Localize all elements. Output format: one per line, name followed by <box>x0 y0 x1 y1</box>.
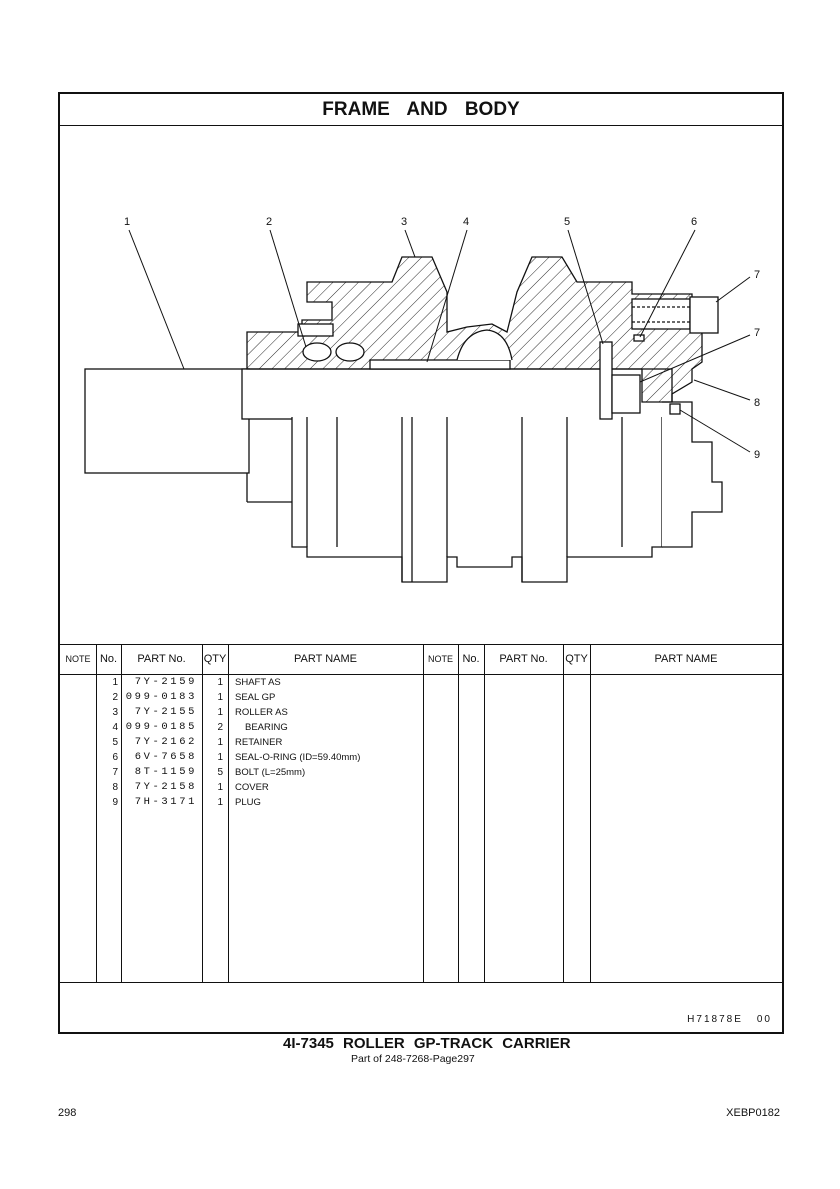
header-qty: QTY <box>203 653 227 665</box>
table-column-lines <box>60 644 782 982</box>
parts-frame: FRAME AND BODY <box>58 92 784 1034</box>
callout-7a: 7 <box>754 269 760 281</box>
header-note: NOTE <box>65 654 91 664</box>
callout-1: 1 <box>124 216 130 228</box>
section-title: FRAME AND BODY <box>60 94 782 126</box>
callout-4: 4 <box>463 216 469 228</box>
callout-5: 5 <box>564 216 570 228</box>
callout-2: 2 <box>266 216 272 228</box>
assembly-caption: 4I-7345 ROLLER GP-TRACK CARRIER <box>283 1035 571 1052</box>
header-note-2: NOTE <box>427 654 453 664</box>
callout-6: 6 <box>691 216 697 228</box>
callout-7b: 7 <box>754 327 760 339</box>
callout-labels: 1 2 3 4 5 6 7 7 8 9 <box>124 216 760 461</box>
document-code: XEBP0182 <box>726 1107 780 1119</box>
header-no-2: No. <box>462 653 480 665</box>
roller-cross-section: 1 2 3 4 5 6 7 7 8 9 <box>84 216 760 583</box>
callout-3: 3 <box>401 216 407 228</box>
callout-9: 9 <box>754 449 760 461</box>
header-part-name: PART NAME <box>294 653 357 665</box>
callout-8: 8 <box>754 397 760 409</box>
header-part-name-2: PART NAME <box>654 653 718 665</box>
parts-table-header: NOTE No. PART No. QTY PART NAME NOTE No.… <box>60 644 782 675</box>
header-part-no: PART No. <box>137 653 186 665</box>
exploded-diagram: 1 2 3 4 5 6 7 7 8 9 <box>60 126 782 644</box>
page-number: 298 <box>58 1107 77 1119</box>
header-part-no-2: PART No. <box>499 653 548 665</box>
assembly-subcaption: Part of 248-7268-Page297 <box>351 1053 475 1065</box>
header-no: No. <box>99 653 118 665</box>
header-qty-2: QTY <box>565 653 588 665</box>
